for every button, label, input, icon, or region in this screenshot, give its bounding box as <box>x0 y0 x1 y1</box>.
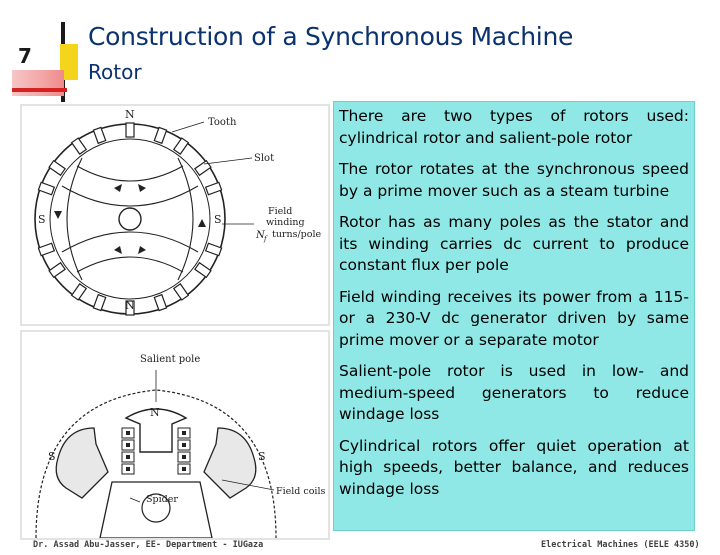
paragraph-rotor-types: There are two types of rotors used: cyli… <box>339 107 689 147</box>
title-accent-red <box>12 88 67 92</box>
rotor-description-panel: There are two types of rotors used: cyli… <box>333 101 695 531</box>
slide-title: Construction of a Synchronous Machine <box>88 22 574 51</box>
field-coils-label: Field coils <box>276 486 326 497</box>
salient-pole-label-s-right: S <box>258 450 266 463</box>
field-label: Field <box>268 206 292 217</box>
nf-label: N <box>255 230 266 241</box>
winding-label: winding <box>266 217 305 228</box>
footer-author: Dr. Assad Abu-Jasser, EE- Department - I… <box>33 540 264 550</box>
salient-pole-rotor-diagram: N S S Salient pole Field coils Spider <box>35 354 326 538</box>
pole-label-s-left: S <box>38 213 46 226</box>
paragraph-poles: Rotor has as many poles as the stator an… <box>339 213 689 274</box>
paragraph-cylindrical: Cylindrical rotors offer quiet operation… <box>339 436 689 498</box>
footer-course: Electrical Machines (EELE 4350) <box>541 540 700 550</box>
title-accent-pink <box>12 70 64 96</box>
salient-pole-label: Salient pole <box>140 354 200 365</box>
slot-label: Slot <box>254 153 274 164</box>
turns-pole-label: turns/pole <box>272 229 322 240</box>
salient-pole-label-n-top: N <box>150 406 160 419</box>
slide-number: 7 <box>18 44 32 68</box>
spider-label: Spider <box>146 494 178 505</box>
title-accent-yellow <box>60 44 78 80</box>
slide-subtitle: Rotor <box>88 60 142 84</box>
salient-pole-label-s-left: S <box>48 450 56 463</box>
paragraph-salient-pole: Salient-pole rotor is used in low- and m… <box>339 362 689 423</box>
pole-label-n-bottom: N <box>125 299 135 312</box>
cylindrical-rotor-figure: N N S S Tooth Slot Field winding N f tur… <box>20 104 330 326</box>
paragraph-field-winding: Field winding receives its power from a … <box>339 287 689 349</box>
salient-pole-rotor-figure: N S S Salient pole Field coils Spider <box>20 330 330 540</box>
pole-label-s-right: S <box>214 213 222 226</box>
tooth-label: Tooth <box>208 117 237 128</box>
cylindrical-rotor-diagram: N N S S Tooth Slot Field winding N f tur… <box>34 108 322 316</box>
pole-label-n-top: N <box>125 108 135 121</box>
paragraph-synchronous-speed: The rotor rotates at the synchronous spe… <box>339 160 689 200</box>
nf-subscript: f <box>263 235 268 243</box>
